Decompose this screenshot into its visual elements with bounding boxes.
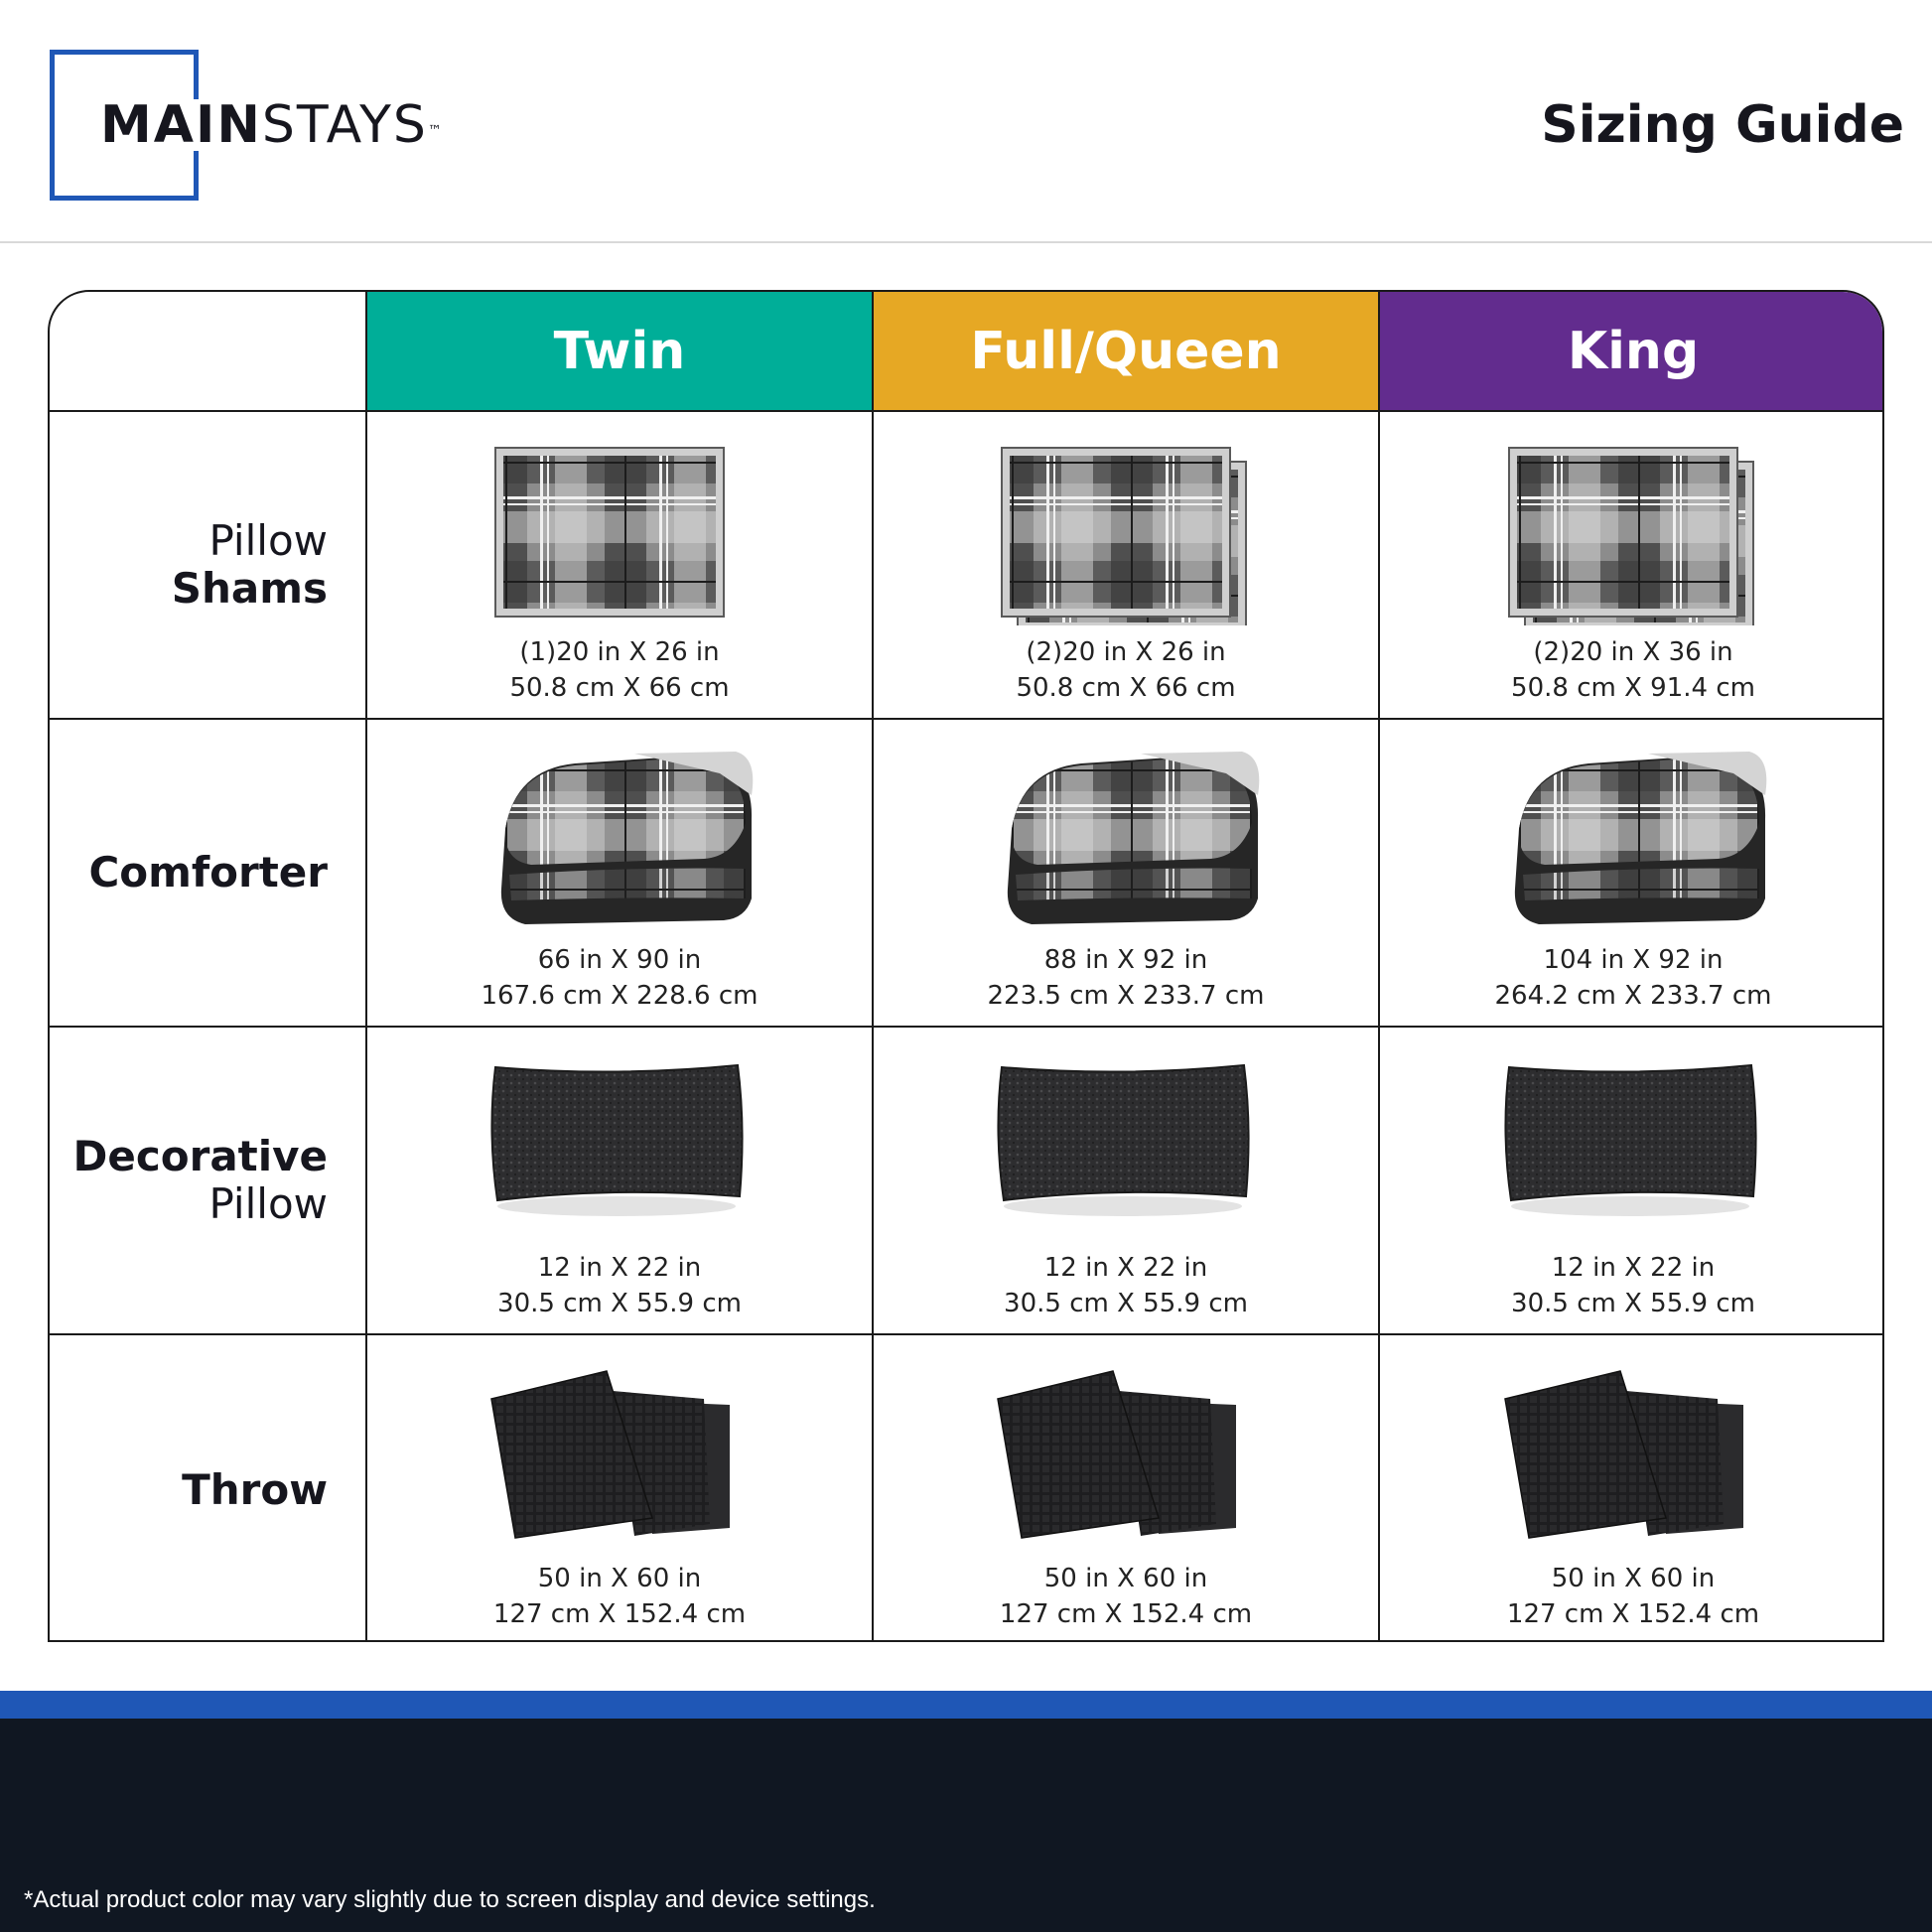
dimensions: 50 in X 60 in 127 cm X 152.4 cm — [874, 1561, 1378, 1632]
footnote: *Actual product color may vary slightly … — [24, 1886, 876, 1913]
size-cell: (2)20 in X 26 in 50.8 cm X 66 cm — [874, 412, 1380, 720]
row-label-bold: Decorative — [72, 1132, 329, 1180]
column-header-twin: Twin — [367, 292, 874, 412]
decorative-pillow-icon — [490, 1063, 744, 1216]
dimensions-metric: 30.5 cm X 55.9 cm — [1004, 1289, 1248, 1318]
dimensions-metric: 50.8 cm X 91.4 cm — [1511, 673, 1755, 703]
dimensions-imperial: (1)20 in X 26 in — [519, 637, 720, 667]
pillow-sham-icon — [494, 447, 725, 618]
dimensions: 88 in X 92 in 223.5 cm X 233.7 cm — [874, 942, 1378, 1014]
size-cell: 12 in X 22 in 30.5 cm X 55.9 cm — [1380, 1028, 1882, 1335]
dimensions-imperial: 12 in X 22 in — [1551, 1253, 1716, 1283]
row-label-bold: Comforter — [88, 848, 328, 897]
dimensions-metric: 167.6 cm X 228.6 cm — [481, 981, 759, 1011]
dimensions: 12 in X 22 in 30.5 cm X 55.9 cm — [367, 1250, 872, 1321]
dimensions-metric: 50.8 cm X 66 cm — [509, 673, 730, 703]
table-corner — [50, 292, 367, 412]
dimensions-imperial: 66 in X 90 in — [537, 945, 702, 975]
dimensions-imperial: 50 in X 60 in — [537, 1564, 702, 1593]
dimensions: 50 in X 60 in 127 cm X 152.4 cm — [1380, 1561, 1882, 1632]
brand-light-part: STAYS — [261, 95, 428, 155]
dimensions: (2)20 in X 26 in 50.8 cm X 66 cm — [874, 634, 1378, 706]
pillow-sham-icon — [1001, 447, 1247, 625]
decorative-pillow-icon — [997, 1063, 1250, 1216]
comforter-icon — [1514, 752, 1767, 924]
dimensions-metric: 50.8 cm X 66 cm — [1016, 673, 1236, 703]
column-header-king: King — [1380, 292, 1882, 412]
row-label: Throw — [50, 1335, 367, 1640]
size-cell: (2)20 in X 36 in 50.8 cm X 91.4 cm — [1380, 412, 1882, 720]
page-title: Sizing Guide — [1541, 95, 1904, 155]
header-divider — [0, 241, 1932, 243]
dimensions-imperial: 88 in X 92 in — [1043, 945, 1208, 975]
dimensions: 12 in X 22 in 30.5 cm X 55.9 cm — [1380, 1250, 1882, 1321]
decorative-pillow-icon — [1504, 1063, 1757, 1216]
brand-logo: MAINSTAYS™ — [0, 0, 1932, 242]
dimensions: 50 in X 60 in 127 cm X 152.4 cm — [367, 1561, 872, 1632]
throw-blanket-icon — [490, 1370, 730, 1539]
size-cell: 66 in X 90 in 167.6 cm X 228.6 cm — [367, 720, 874, 1028]
comforter-icon — [500, 752, 754, 924]
row-label-bold: Shams — [171, 564, 328, 613]
dimensions-metric: 127 cm X 152.4 cm — [492, 1599, 747, 1629]
dimensions: 12 in X 22 in 30.5 cm X 55.9 cm — [874, 1250, 1378, 1321]
brand-wordmark: MAINSTAYS™ — [100, 95, 444, 155]
dimensions: (1)20 in X 26 in 50.8 cm X 66 cm — [367, 634, 872, 706]
dimensions-imperial: 50 in X 60 in — [1043, 1564, 1208, 1593]
size-cell: 88 in X 92 in 223.5 cm X 233.7 cm — [874, 720, 1380, 1028]
dimensions-metric: 264.2 cm X 233.7 cm — [1494, 981, 1772, 1011]
dimensions-metric: 30.5 cm X 55.9 cm — [497, 1289, 742, 1318]
dimensions-imperial: (2)20 in X 26 in — [1026, 637, 1226, 667]
size-cell: 50 in X 60 in 127 cm X 152.4 cm — [1380, 1335, 1882, 1640]
size-cell: 104 in X 92 in 264.2 cm X 233.7 cm — [1380, 720, 1882, 1028]
dimensions-metric: 127 cm X 152.4 cm — [1506, 1599, 1760, 1629]
dimensions: (2)20 in X 36 in 50.8 cm X 91.4 cm — [1380, 634, 1882, 706]
comforter-icon — [1007, 752, 1260, 924]
throw-blanket-icon — [1504, 1370, 1743, 1539]
throw-blanket-icon — [997, 1370, 1236, 1539]
dimensions: 104 in X 92 in 264.2 cm X 233.7 cm — [1380, 942, 1882, 1014]
size-cell: 50 in X 60 in 127 cm X 152.4 cm — [367, 1335, 874, 1640]
dimensions-imperial: 104 in X 92 in — [1543, 945, 1724, 975]
column-header-full-queen: Full/Queen — [874, 292, 1380, 412]
dimensions: 66 in X 90 in 167.6 cm X 228.6 cm — [367, 942, 872, 1014]
footer: *Actual product color may vary slightly … — [0, 1719, 1932, 1932]
footer-stripe — [0, 1691, 1932, 1719]
dimensions-imperial: 12 in X 22 in — [537, 1253, 702, 1283]
brand-bold-part: MAIN — [100, 95, 262, 155]
row-label-bold: Throw — [182, 1464, 328, 1514]
brand-trademark: ™ — [427, 123, 444, 139]
size-cell: 50 in X 60 in 127 cm X 152.4 cm — [874, 1335, 1380, 1640]
dimensions-metric: 223.5 cm X 233.7 cm — [987, 981, 1265, 1011]
size-cell: 12 in X 22 in 30.5 cm X 55.9 cm — [874, 1028, 1380, 1335]
size-cell: (1)20 in X 26 in 50.8 cm X 66 cm — [367, 412, 874, 720]
dimensions-metric: 30.5 cm X 55.9 cm — [1511, 1289, 1755, 1318]
row-label: Comforter — [50, 720, 367, 1028]
dimensions-imperial: 12 in X 22 in — [1043, 1253, 1208, 1283]
row-label-light: Pillow — [208, 516, 328, 565]
row-label-light: Pillow — [208, 1179, 328, 1228]
dimensions-imperial: (2)20 in X 36 in — [1533, 637, 1733, 667]
pillow-sham-icon — [1508, 447, 1754, 625]
dimensions-metric: 127 cm X 152.4 cm — [999, 1599, 1253, 1629]
dimensions-imperial: 50 in X 60 in — [1551, 1564, 1716, 1593]
size-cell: 12 in X 22 in 30.5 cm X 55.9 cm — [367, 1028, 874, 1335]
